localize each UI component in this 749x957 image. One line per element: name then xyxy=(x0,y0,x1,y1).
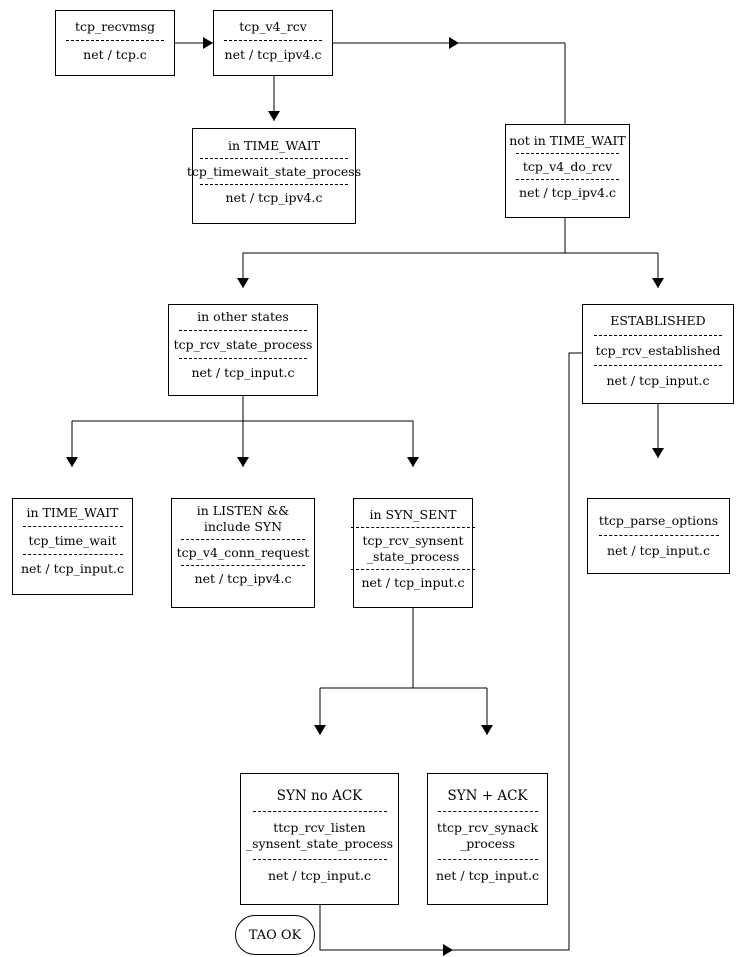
node-syn-ack: SYN + ACK ttcp_rcv_synack _process net /… xyxy=(427,773,548,905)
divider xyxy=(351,569,475,570)
func-label: tcp_v4_do_rcv xyxy=(522,159,613,174)
file-label: net / tcp_input.c xyxy=(606,373,710,388)
divider xyxy=(200,158,348,159)
file-label: net / tcp_input.c xyxy=(267,868,371,883)
node-not-in-timewait: not in TIME_WAIT tcp_v4_do_rcv net / tcp… xyxy=(505,124,630,218)
divider xyxy=(200,184,348,185)
divider xyxy=(351,527,475,528)
state-label: SYN + ACK xyxy=(447,788,528,804)
state-label: ESTABLISHED xyxy=(610,313,706,328)
divider xyxy=(22,554,123,555)
divider xyxy=(181,565,305,566)
func-label-line2: _state_process xyxy=(366,549,460,564)
divider xyxy=(252,859,387,860)
func-label: tcp_rcv_established xyxy=(595,343,721,358)
node-tcp-time-wait: in TIME_WAIT tcp_time_wait net / tcp_inp… xyxy=(12,498,133,595)
divider xyxy=(594,335,722,336)
state-label: in TIME_WAIT xyxy=(26,505,119,520)
divider xyxy=(437,859,538,860)
divider xyxy=(516,179,619,180)
func-label-line1: tcp_rcv_synsent xyxy=(362,533,464,548)
func-label: tcp_recvmsg xyxy=(75,19,155,34)
edge-synsent-down xyxy=(320,608,414,689)
file-label: net / tcp_ipv4.c xyxy=(519,185,616,200)
state-label-line2: include SYN xyxy=(203,519,283,534)
file-label: net / tcp_input.c xyxy=(435,868,539,883)
state-label: in TIME_WAIT xyxy=(228,138,320,153)
state-label: not in TIME_WAIT xyxy=(509,133,626,148)
node-established: ESTABLISHED tcp_rcv_established net / tc… xyxy=(582,304,734,404)
func-label: ttcp_parse_options xyxy=(598,513,719,528)
node-listen-syn: in LISTEN && include SYN tcp_v4_conn_req… xyxy=(171,498,315,608)
func-label-line2: _synsent_state_process xyxy=(245,836,394,851)
divider xyxy=(179,330,307,331)
file-label: net / tcp_input.c xyxy=(361,575,465,590)
func-label-line2: _process xyxy=(460,836,515,851)
func-label-line1: ttcp_rcv_synack xyxy=(436,820,539,835)
file-label: net / tcp_input.c xyxy=(606,543,710,558)
file-label: net / tcp_ipv4.c xyxy=(224,47,322,62)
edge-synnoack-bottom xyxy=(319,352,582,951)
func-label: tcp_timewait_state_process xyxy=(186,164,362,179)
file-label: net / tcp.c xyxy=(83,47,147,62)
node-timewait-state-process: in TIME_WAIT tcp_timewait_state_process … xyxy=(187,128,361,224)
divider xyxy=(516,153,619,154)
file-label: net / tcp_ipv4.c xyxy=(194,571,292,586)
divider xyxy=(252,811,387,812)
file-label: net / tcp_input.c xyxy=(191,365,295,380)
node-parse-options: ttcp_parse_options net / tcp_input.c xyxy=(587,498,730,574)
divider xyxy=(22,526,123,527)
node-syn-sent: in SYN_SENT tcp_rcv_synsent _state_proce… xyxy=(351,498,475,608)
tao-ok-text: TAO OK xyxy=(248,927,302,943)
state-label: in SYN_SENT xyxy=(369,507,457,522)
state-label: in other states xyxy=(197,309,289,324)
func-label: tcp_v4_rcv xyxy=(239,19,307,34)
func-label-line1: ttcp_rcv_listen xyxy=(273,820,366,835)
divider xyxy=(66,40,164,41)
node-tcp-v4-rcv: tcp_v4_rcv net / tcp_ipv4.c xyxy=(213,10,333,76)
file-label: net / tcp_ipv4.c xyxy=(225,190,323,205)
node-other-states: in other states tcp_rcv_state_process ne… xyxy=(168,304,318,396)
func-label: tcp_time_wait xyxy=(28,533,117,548)
func-label: tcp_v4_conn_request xyxy=(176,545,310,560)
divider xyxy=(224,40,322,41)
divider xyxy=(179,358,307,359)
divider xyxy=(437,811,538,812)
node-syn-no-ack: SYN no ACK ttcp_rcv_listen _synsent_stat… xyxy=(240,773,399,905)
func-label: tcp_rcv_state_process xyxy=(173,337,313,352)
state-label-line1: in LISTEN && xyxy=(196,503,290,518)
divider xyxy=(181,539,305,540)
tao-ok-label: TAO OK xyxy=(235,915,315,955)
state-label: SYN no ACK xyxy=(276,788,363,804)
node-tcp-recvmsg: tcp_recvmsg net / tcp.c xyxy=(55,10,175,76)
divider xyxy=(594,365,722,366)
divider xyxy=(598,535,719,536)
file-label: net / tcp_input.c xyxy=(20,561,124,576)
